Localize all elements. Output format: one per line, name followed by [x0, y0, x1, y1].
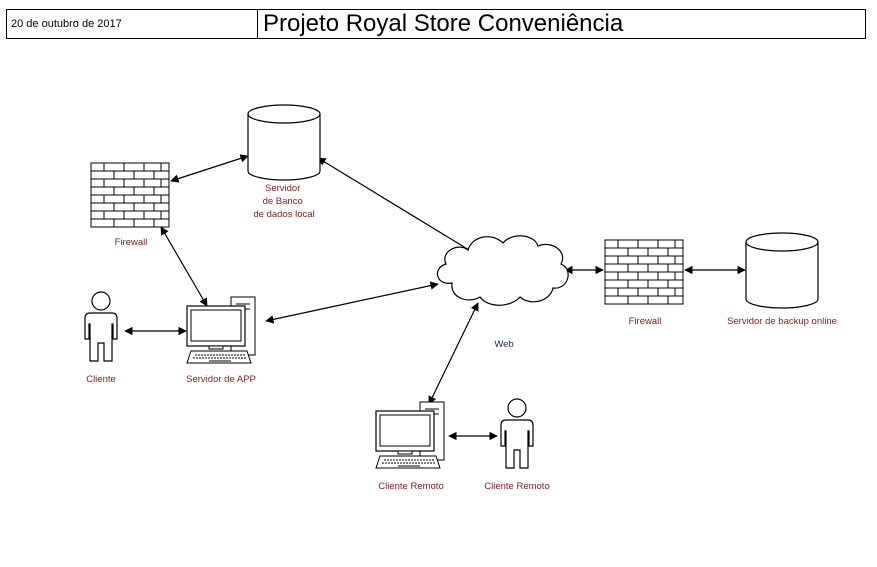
firewall-icon-right: [604, 239, 684, 305]
link-firewall-app: [160, 226, 208, 307]
remote-pc-label: Cliente Remoto: [378, 481, 443, 492]
link-db-web: [317, 157, 475, 254]
user-icon-remote: [500, 398, 534, 469]
page-title: Projeto Royal Store Conveniência: [263, 10, 624, 37]
remote-user-label: Cliente Remoto: [484, 481, 549, 492]
computer-icon-remote: [375, 401, 445, 469]
db-label: Servidor de Banco de dados local: [253, 183, 314, 220]
web-label: Web: [494, 339, 513, 350]
connector-lines: [124, 154, 746, 441]
firewall-icon-left: [90, 162, 170, 228]
cloud-icon: [436, 235, 569, 306]
backup-label: Servidor de backup online: [727, 316, 837, 327]
user-icon-cliente: [84, 291, 118, 362]
header-bar: 20 de outubro de 2017 Projeto Royal Stor…: [6, 9, 866, 39]
computer-icon-app-server: [186, 296, 256, 364]
link-web-remote: [428, 302, 479, 405]
header-date: 20 de outubro de 2017: [7, 10, 258, 38]
firewall-right-label: Firewall: [629, 316, 662, 327]
cliente-label: Cliente: [86, 374, 116, 385]
database-icon: [247, 104, 321, 181]
app-server-label: Servidor de APP: [186, 374, 256, 385]
database-icon-backup: [745, 232, 819, 309]
firewall-left-label: Firewall: [115, 237, 148, 248]
link-app-web: [265, 281, 439, 324]
link-firewall-db: [170, 154, 249, 183]
